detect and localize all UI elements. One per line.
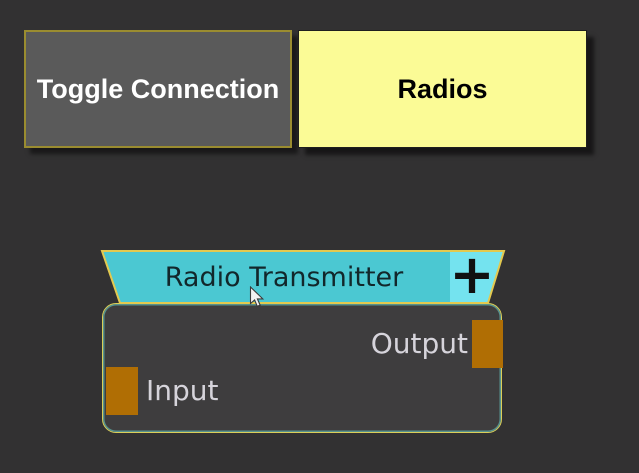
toggle-connection-button[interactable]: Toggle Connection xyxy=(24,30,292,148)
input-port-label: Input xyxy=(146,374,219,407)
radio-transmitter-node-body[interactable] xyxy=(102,303,502,433)
output-port[interactable] xyxy=(472,320,503,368)
node-header-border xyxy=(100,250,506,304)
node-title[interactable]: Radio Transmitter xyxy=(164,261,404,293)
radio-transmitter-node-header[interactable] xyxy=(100,249,506,305)
node-header-add-section xyxy=(450,251,504,303)
output-port-label: Output xyxy=(370,327,468,360)
input-port[interactable] xyxy=(106,367,138,415)
node-add-port-button[interactable]: + xyxy=(449,243,495,306)
radios-button[interactable]: Radios xyxy=(298,30,587,148)
node-header-shape xyxy=(102,251,504,303)
